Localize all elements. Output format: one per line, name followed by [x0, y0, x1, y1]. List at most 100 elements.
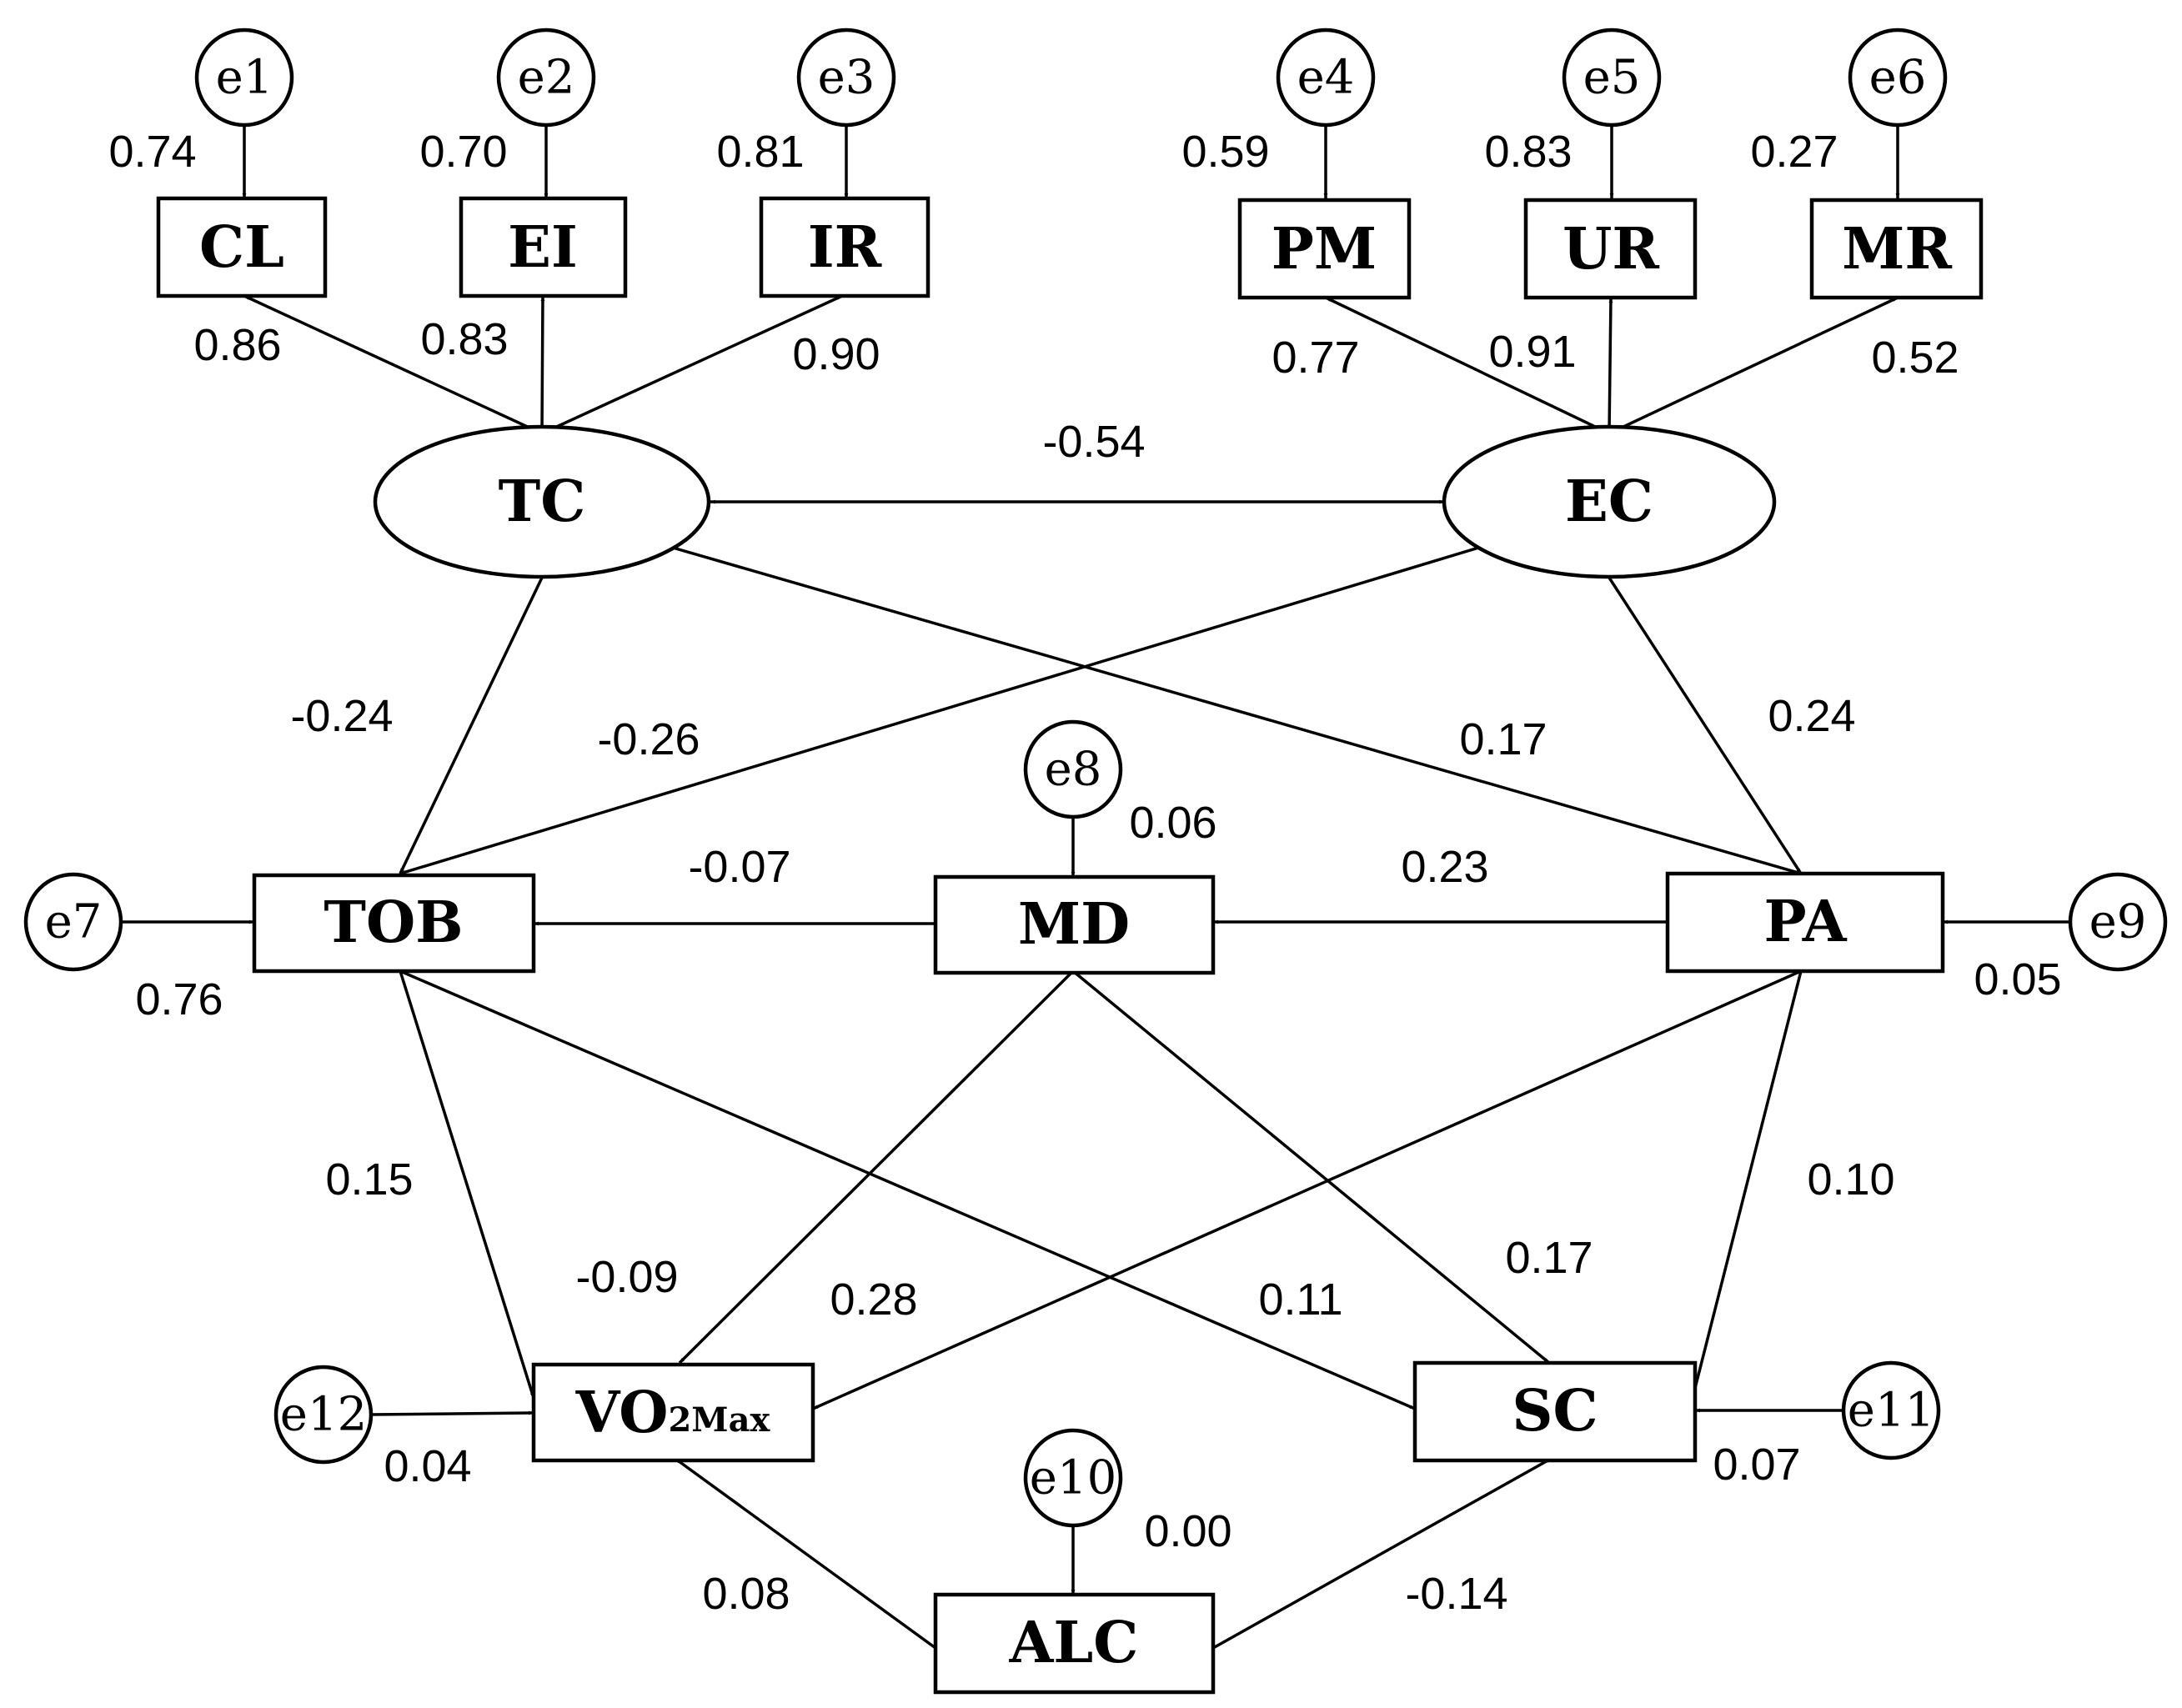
node-vo2max: VO2Max	[531, 1362, 815, 1463]
arrow-tc-ir	[541, 294, 843, 435]
arrow-tob-sc	[399, 969, 1416, 1410]
arrow-e12-vo2max	[370, 1410, 534, 1416]
arrow-ec-ur	[1608, 297, 1613, 434]
coef-ec-tob: -0.26	[597, 714, 700, 764]
latent-ec: EC	[1442, 424, 1777, 579]
coef-tc-cl: 0.86	[193, 320, 281, 370]
coef-e11: 0.07	[1713, 1440, 1800, 1490]
arrow-md-vo2max	[678, 969, 1075, 1365]
error-e7: e7	[23, 872, 123, 972]
error-e11: e11	[1841, 1360, 1941, 1460]
coef-e12: 0.04	[384, 1441, 471, 1491]
node-cl: CL	[156, 196, 328, 298]
arrow-alc-sc	[1212, 1457, 1552, 1650]
error-e9-label: e9	[2089, 895, 2147, 949]
error-variance-labels: 0.74 0.70 0.81 0.59 0.83 0.27 0.76 0.06 …	[108, 127, 2061, 1556]
error-e4: e4	[1276, 28, 1376, 128]
arrow-ec-tob	[399, 544, 1485, 875]
error-e5-label: e5	[1583, 51, 1641, 105]
node-ir: IR	[759, 196, 930, 298]
coef-e10: 0.00	[1144, 1506, 1231, 1556]
node-alc-label: ALC	[1009, 1610, 1139, 1676]
error-e8-label: e8	[1045, 743, 1102, 797]
node-tob: TOB	[252, 873, 536, 974]
loading-labels: 0.86 0.83 0.90 0.77 0.91 0.52	[193, 314, 1959, 383]
coef-md-tob: -0.07	[688, 842, 790, 892]
error-e3-label: e3	[818, 51, 875, 105]
coef-e9: 0.05	[1974, 954, 2061, 1004]
arrow-tc-cl	[243, 294, 543, 435]
node-alc: ALC	[933, 1592, 1216, 1695]
error-terms: e1 e2 e3 e4 e5 e6 e7 e8 e9 e10 e11 e12	[23, 28, 2168, 1528]
coef-tob-sc: 0.11	[1258, 1275, 1342, 1325]
node-mr-label: MR	[1842, 216, 1952, 283]
coef-ec-ur: 0.91	[1488, 327, 1576, 377]
coef-tc-ir: 0.90	[792, 329, 880, 379]
coef-e1: 0.74	[108, 127, 196, 177]
node-ei-label: EI	[508, 214, 578, 281]
node-ir-label: IR	[808, 214, 882, 281]
error-e2: e2	[496, 28, 596, 128]
coef-e5: 0.83	[1484, 127, 1572, 177]
node-vo2max-label-sub: 2Max	[668, 1400, 770, 1440]
coef-e8: 0.06	[1129, 798, 1216, 848]
coef-e2: 0.70	[419, 127, 507, 177]
coef-tc-ec: -0.54	[1042, 417, 1145, 467]
arrow-tc-ei	[540, 295, 545, 434]
node-ei: EI	[459, 196, 628, 298]
coef-e6: 0.27	[1750, 127, 1838, 177]
error-e1: e1	[194, 28, 294, 128]
error-e11-label: e11	[1848, 1384, 1934, 1438]
latent-tc: TC	[373, 424, 711, 579]
node-pm: PM	[1237, 198, 1412, 300]
coef-md-sc: 0.17	[1505, 1233, 1593, 1283]
arrow-alc-vo2max	[674, 1457, 937, 1650]
arrow-ec-pm	[1325, 296, 1610, 435]
node-pa-label: PA	[1764, 889, 1848, 955]
node-md: MD	[933, 874, 1216, 975]
arrow-md-sc	[1071, 969, 1551, 1365]
error-e8: e8	[1023, 719, 1123, 819]
arrow-tob-vo2max	[399, 970, 535, 1399]
node-tob-label: TOB	[324, 889, 463, 956]
observed-nodes: TOB MD PA VO2Max SC ALC	[252, 871, 1945, 1695]
node-ur-label: UR	[1563, 216, 1659, 283]
coef-tc-tob: -0.24	[290, 691, 393, 741]
error-e1-label: e1	[216, 51, 273, 105]
path-coefficient-labels: -0.54 -0.24 -0.26 0.17 0.24 -0.07 0.23 0…	[290, 417, 1894, 1619]
error-e2-label: e2	[518, 51, 575, 105]
coef-tob-vo2max: 0.15	[325, 1155, 413, 1205]
latent-tc-label: TC	[499, 468, 586, 535]
coef-ec-mr: 0.52	[1871, 333, 1959, 383]
coef-pa-vo2max: 0.28	[830, 1275, 917, 1325]
arrow-pa-sc	[1691, 970, 1803, 1399]
coef-tc-ei: 0.83	[420, 314, 508, 364]
error-e5: e5	[1562, 28, 1662, 128]
error-e6: e6	[1848, 28, 1948, 128]
coef-alc-vo2max: 0.08	[702, 1569, 790, 1619]
coef-ec-pa: 0.24	[1768, 691, 1855, 741]
node-sc: SC	[1412, 1360, 1698, 1463]
node-vo2max-label-main: VO	[575, 1380, 669, 1446]
coef-e4: 0.59	[1181, 127, 1269, 177]
node-ur: UR	[1523, 198, 1698, 300]
arrow-pa-vo2max	[812, 969, 1802, 1410]
node-cl-label: CL	[199, 214, 284, 281]
node-pm-label: PM	[1272, 216, 1377, 283]
arrow-tc-pa	[666, 544, 1802, 875]
node-sc-label: SC	[1512, 1378, 1598, 1445]
latent-ec-label: EC	[1565, 468, 1653, 535]
error-e10: e10	[1023, 1428, 1123, 1528]
error-e10-label: e10	[1030, 1451, 1116, 1505]
latent-nodes: TC EC	[373, 424, 1777, 579]
coef-e3: 0.81	[716, 127, 804, 177]
node-md-label: MD	[1018, 891, 1130, 958]
arrow-tc-tob	[399, 577, 544, 874]
error-e9: e9	[2068, 872, 2168, 972]
node-mr: MR	[1809, 198, 1984, 300]
error-e4-label: e4	[1297, 51, 1355, 105]
coef-tc-pa: 0.17	[1459, 714, 1547, 764]
error-e3: e3	[796, 28, 896, 128]
node-pa: PA	[1665, 871, 1945, 974]
error-e12-label: e12	[280, 1388, 367, 1442]
